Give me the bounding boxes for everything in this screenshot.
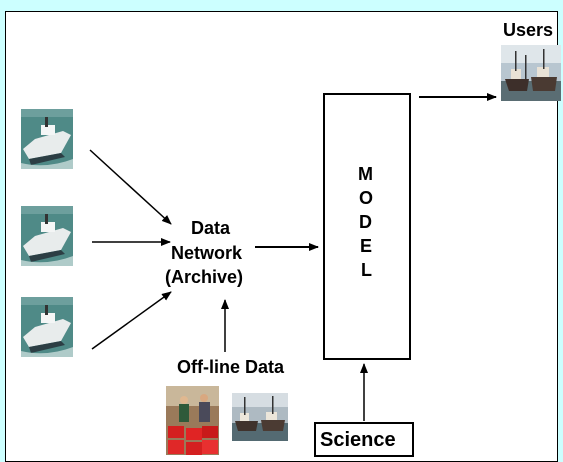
offline-data-label: Off-line Data	[177, 357, 285, 377]
vessel-photo-1	[21, 109, 73, 169]
data-network-label-line3: (Archive)	[165, 267, 244, 287]
model-box	[323, 93, 411, 360]
data-network-label-line2: Network	[171, 243, 243, 263]
model-letter-l: L	[361, 260, 372, 280]
science-box	[314, 422, 414, 457]
diagram-canvas	[5, 11, 558, 462]
users-harbour-photo	[501, 45, 561, 101]
users-label: Users	[503, 20, 554, 40]
model-letter-o: O	[359, 188, 374, 208]
data-network-label-line1: Data	[191, 218, 231, 238]
fish-crates-photo	[166, 386, 219, 455]
vessel-photo-2	[21, 206, 73, 266]
vessel-photo-3	[21, 297, 73, 357]
offline-harbour-photo	[232, 393, 288, 441]
science-label: Science	[320, 429, 396, 451]
arrow-vessel1-to-network	[89, 149, 172, 225]
model-letter-m: M	[358, 164, 373, 184]
arrow-vessel3-to-network	[91, 291, 172, 350]
model-letter-e: E	[360, 236, 373, 256]
model-letter-d: D	[359, 212, 372, 232]
